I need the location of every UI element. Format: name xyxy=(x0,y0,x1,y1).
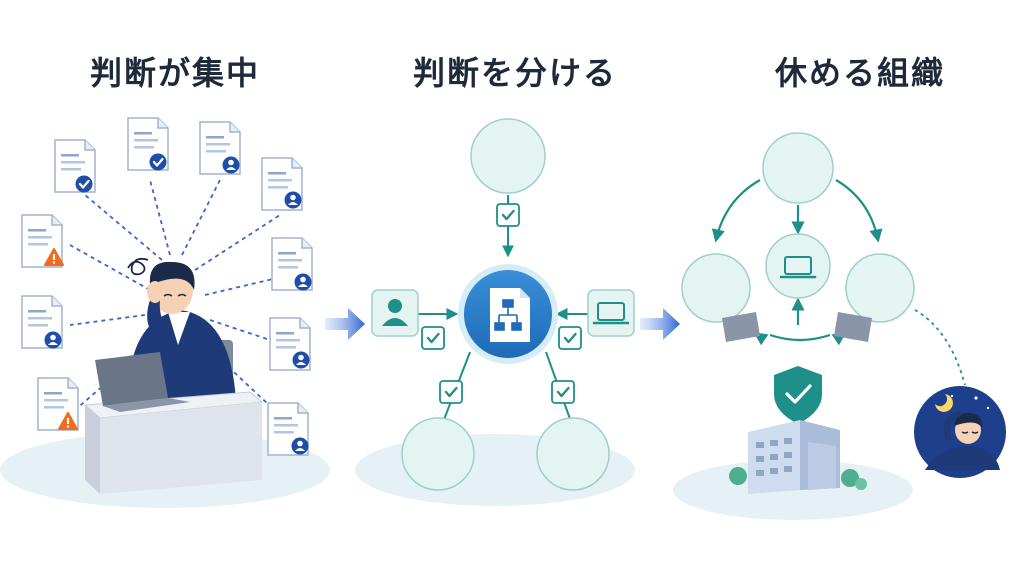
document-icon xyxy=(127,117,169,172)
panel-concentrated xyxy=(0,117,330,508)
manager-avatar xyxy=(470,118,546,194)
panel-title-restful: 休める組織 xyxy=(774,54,945,92)
member-avatar-woman xyxy=(681,253,760,342)
stressed-worker xyxy=(128,261,236,400)
document-icon xyxy=(21,214,64,268)
document-icon xyxy=(269,317,311,371)
document-icon xyxy=(267,402,309,456)
leader-avatar xyxy=(762,132,834,206)
member-avatar-man xyxy=(834,253,915,342)
dashed-link xyxy=(914,309,966,386)
shield-icon xyxy=(774,366,822,424)
check-icon xyxy=(557,325,583,351)
laptop-icon xyxy=(722,312,760,342)
central-hub xyxy=(458,264,558,364)
person-icon xyxy=(382,299,408,326)
member-avatar-woman xyxy=(401,417,475,492)
check-icon xyxy=(438,379,464,405)
desk xyxy=(83,391,264,494)
check-icon xyxy=(495,202,521,228)
document-icon xyxy=(21,295,63,349)
confusion-swirl-icon xyxy=(127,257,149,276)
panel-distributed xyxy=(355,118,635,506)
moon-icon xyxy=(935,394,953,412)
document-icon xyxy=(54,139,96,194)
laptop-icon xyxy=(834,312,872,342)
check-icon xyxy=(550,379,576,405)
flowchart-icon xyxy=(494,299,522,331)
laptop-icon xyxy=(95,352,190,412)
document-icon xyxy=(271,237,313,291)
panel-title-distributed: 判断を分ける xyxy=(412,54,617,92)
resting-person-avatar xyxy=(914,386,1006,478)
member-avatar-man xyxy=(536,417,610,492)
person-box xyxy=(371,289,419,337)
panel-title-concentrated: 判断が集中 xyxy=(89,54,260,92)
laptop-node xyxy=(765,233,831,299)
check-icon xyxy=(420,325,446,351)
panel-restful xyxy=(673,132,1006,520)
arrow-icon xyxy=(640,308,680,340)
document-icon xyxy=(199,121,241,175)
document-icon xyxy=(37,377,79,431)
building-icon xyxy=(729,420,867,494)
document-icon xyxy=(261,157,303,211)
star-icon xyxy=(950,394,990,410)
arrow-icon xyxy=(325,308,365,340)
laptop-box xyxy=(587,289,635,337)
